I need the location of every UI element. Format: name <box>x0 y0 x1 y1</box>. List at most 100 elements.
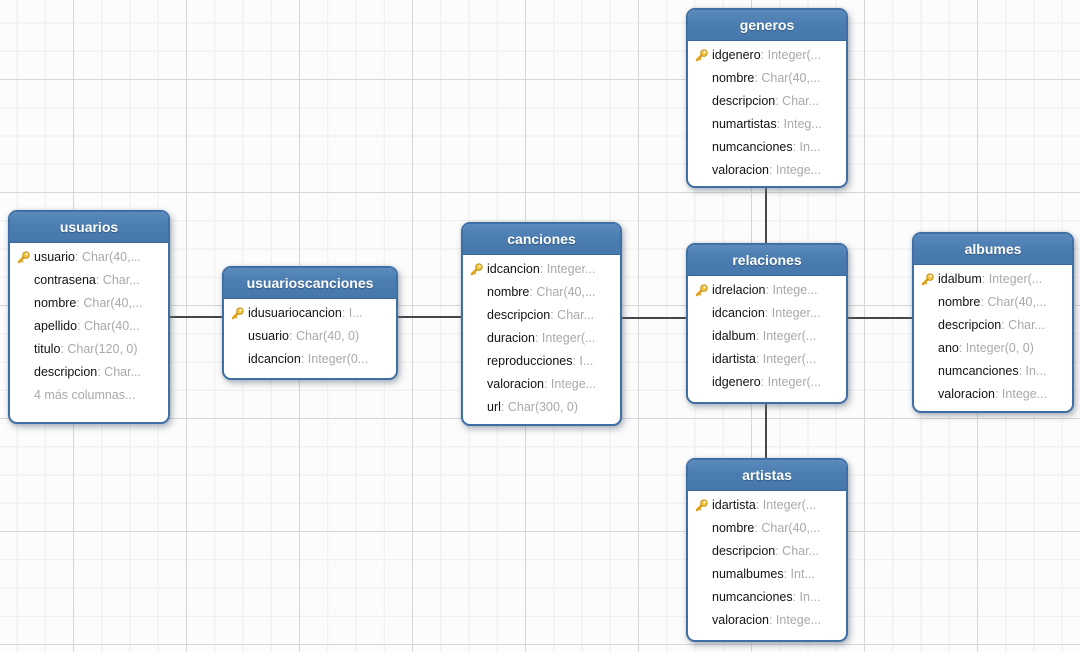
column-row-url[interactable]: url: Char(300, 0) <box>469 396 614 419</box>
more-columns-label: 4 más columnas... <box>34 388 136 402</box>
column-row-nombre[interactable]: nombre: Char(40,... <box>16 292 162 315</box>
more-columns-row[interactable]: 4 más columnas... <box>16 384 162 407</box>
column-row-numcanciones[interactable]: numcanciones: In... <box>694 136 840 159</box>
column-row-nombre[interactable]: nombre: Char(40,... <box>920 291 1066 314</box>
column-row-nombre[interactable]: nombre: Char(40,... <box>469 281 614 304</box>
table-title: canciones <box>507 231 576 247</box>
column-type: : Char(40,... <box>529 285 596 299</box>
column-name: idalbum <box>712 329 756 343</box>
table-title: relaciones <box>732 252 802 268</box>
relationship-connector-generos-relaciones[interactable] <box>765 188 767 243</box>
column-row-idusuariocancion[interactable]: idusuariocancion: I... <box>230 302 390 325</box>
column-type: : Char(40... <box>77 319 140 333</box>
column-name: descripcion <box>938 318 1002 332</box>
column-row-descripcion[interactable]: descripcion: Char... <box>16 361 162 384</box>
column-row-idalbum[interactable]: idalbum: Integer(... <box>694 325 840 348</box>
column-type: : Integer(... <box>755 498 817 512</box>
column-row-idartista[interactable]: idartista: Integer(... <box>694 494 840 517</box>
column-row-valoracion[interactable]: valoracion: Intege... <box>469 373 614 396</box>
column-row-ano[interactable]: ano: Integer(0, 0) <box>920 337 1066 360</box>
column-row-usuario[interactable]: usuario: Char(40,... <box>16 246 162 269</box>
column-name: numcanciones <box>712 590 793 604</box>
column-name: contrasena <box>34 273 96 287</box>
column-row-valoracion[interactable]: valoracion: Intege... <box>694 609 840 632</box>
column-row-descripcion[interactable]: descripcion: Char... <box>694 540 840 563</box>
table-albumes[interactable]: albumes idalbum: Integer(...nombre: Char(… <box>912 232 1074 413</box>
column-row-idgenero[interactable]: idgenero: Integer(... <box>694 44 840 67</box>
table-header[interactable]: canciones <box>463 224 620 255</box>
column-type: : Char... <box>775 94 820 108</box>
column-row-idrelacion[interactable]: idrelacion: Intege... <box>694 279 840 302</box>
table-usuarioscanciones[interactable]: usuarioscanciones idusuariocancion: I...u… <box>222 266 398 380</box>
column-row-numartistas[interactable]: numartistas: Integ... <box>694 113 840 136</box>
table-title: usuarioscanciones <box>246 275 374 291</box>
column-name: idalbum <box>938 272 982 286</box>
table-title: usuarios <box>59 219 119 235</box>
table-header[interactable]: relaciones <box>688 245 846 276</box>
column-type: : Int... <box>783 567 815 581</box>
column-row-idcancion[interactable]: idcancion: Integer... <box>469 258 614 281</box>
relationship-connector-usuarios-usuarioscanciones[interactable] <box>170 316 222 318</box>
column-row-idcancion[interactable]: idcancion: Integer(0... <box>230 348 390 371</box>
table-header[interactable]: generos <box>688 10 846 41</box>
primary-key-icon <box>231 307 244 320</box>
table-artistas[interactable]: artistas idartista: Integer(...nombre: Ch… <box>686 458 848 642</box>
column-row-idgenero[interactable]: idgenero: Integer(... <box>694 371 840 394</box>
table-canciones[interactable]: canciones idcancion: Integer...nombre: Ch… <box>461 222 622 426</box>
column-row-descripcion[interactable]: descripcion: Char... <box>469 304 614 327</box>
column-name: descripcion <box>487 308 551 322</box>
column-type: : Char(40,... <box>754 71 821 85</box>
column-row-numcanciones[interactable]: numcanciones: In... <box>920 360 1066 383</box>
primary-key-cell <box>694 48 712 63</box>
column-row-reproducciones[interactable]: reproducciones: I... <box>469 350 614 373</box>
table-header[interactable]: albumes <box>914 234 1072 265</box>
relationship-connector-relaciones-artistas[interactable] <box>765 404 767 458</box>
column-type: : Intege... <box>768 613 822 627</box>
primary-key-cell <box>469 262 487 277</box>
column-row-apellido[interactable]: apellido: Char(40... <box>16 315 162 338</box>
table-columns: usuario: Char(40,...contrasena: Char...n… <box>10 243 168 407</box>
column-row-idalbum[interactable]: idalbum: Integer(... <box>920 268 1066 291</box>
column-name: titulo <box>34 342 61 356</box>
column-type: : Char... <box>1001 318 1046 332</box>
table-header[interactable]: usuarioscanciones <box>224 268 396 299</box>
column-type: : Integer(... <box>534 331 596 345</box>
column-type: : Char(40,... <box>75 250 141 264</box>
primary-key-cell <box>230 306 248 321</box>
column-row-idcancion[interactable]: idcancion: Integer... <box>694 302 840 325</box>
relationship-connector-canciones-relaciones[interactable] <box>622 317 686 319</box>
table-relaciones[interactable]: relaciones idrelacion: Intege...idcancion… <box>686 243 848 404</box>
column-row-titulo[interactable]: titulo: Char(120, 0) <box>16 338 162 361</box>
column-type: : Char(40,... <box>980 295 1047 309</box>
column-row-nombre[interactable]: nombre: Char(40,... <box>694 67 840 90</box>
column-type: : Integer(... <box>755 352 817 366</box>
column-row-numcanciones[interactable]: numcanciones: In... <box>694 586 840 609</box>
column-row-contrasena[interactable]: contrasena: Char... <box>16 269 162 292</box>
column-type: : Char... <box>775 544 820 558</box>
column-row-descripcion[interactable]: descripcion: Char... <box>694 90 840 113</box>
table-header[interactable]: usuarios <box>10 212 168 243</box>
table-header[interactable]: artistas <box>688 460 846 491</box>
column-row-duracion[interactable]: duracion: Integer(... <box>469 327 614 350</box>
column-name: descripcion <box>34 365 98 379</box>
column-row-usuario[interactable]: usuario: Char(40, 0) <box>230 325 390 348</box>
column-type: : I... <box>572 354 594 368</box>
column-name: valoracion <box>712 613 769 627</box>
column-row-descripcion[interactable]: descripcion: Char... <box>920 314 1066 337</box>
column-name: nombre <box>34 296 77 310</box>
table-columns: idcancion: Integer...nombre: Char(40,...… <box>463 255 620 419</box>
column-row-numalbumes[interactable]: numalbumes: Int... <box>694 563 840 586</box>
relationship-connector-usuarioscanciones-canciones[interactable] <box>398 316 461 318</box>
table-generos[interactable]: generos idgenero: Integer(...nombre: Char… <box>686 8 848 188</box>
column-row-valoracion[interactable]: valoracion: Intege... <box>920 383 1066 406</box>
column-row-nombre[interactable]: nombre: Char(40,... <box>694 517 840 540</box>
column-row-valoracion[interactable]: valoracion: Intege... <box>694 159 840 182</box>
column-name: valoracion <box>712 163 769 177</box>
column-row-idartista[interactable]: idartista: Integer(... <box>694 348 840 371</box>
column-type: : Char... <box>550 308 595 322</box>
column-name: idcancion <box>487 262 540 276</box>
relationship-connector-relaciones-albumes[interactable] <box>848 317 912 319</box>
column-name: numalbumes <box>712 567 784 581</box>
